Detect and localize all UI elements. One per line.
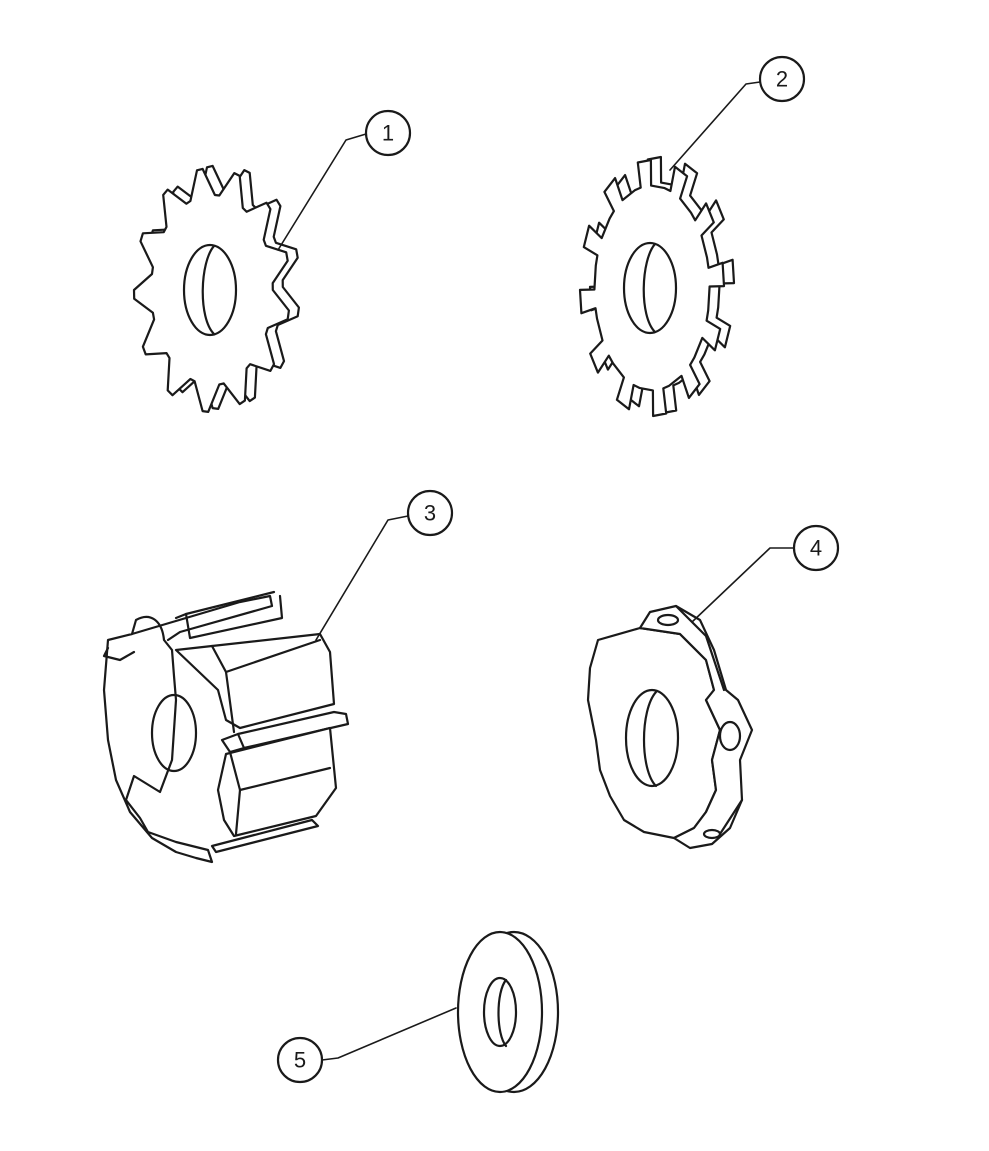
part-3-body-line-2	[224, 638, 322, 674]
callout-3: 3	[406, 489, 454, 537]
part-5-hole-inner	[497, 978, 508, 1048]
callout-5: 5	[276, 1036, 324, 1084]
part-3-front-face	[102, 615, 214, 864]
part-5-hole	[482, 976, 518, 1048]
part-4-bottom-hole	[702, 828, 722, 840]
part-4-bore-inner	[642, 690, 658, 788]
callout-4: 4	[792, 524, 840, 572]
leader-5	[321, 1007, 457, 1061]
part-1-sprocket	[132, 164, 300, 413]
callout-2: 2	[758, 55, 806, 103]
part-2-bore-inner	[642, 242, 657, 334]
part-3-ridge-a	[184, 590, 276, 616]
part-3-left-tooth	[102, 646, 136, 662]
part-1-bore	[182, 243, 238, 337]
callout-1-label: 1	[382, 121, 394, 146]
part-4-side-band	[638, 604, 754, 850]
part-1-front-face	[132, 167, 290, 413]
leader-lines	[277, 81, 795, 1061]
leader-4	[691, 547, 795, 623]
part-3-fluted-hub	[102, 590, 350, 864]
part-4-collar	[586, 604, 754, 850]
part-2-front-face	[578, 158, 726, 418]
part-4-bore	[624, 688, 680, 788]
part-5-washer	[456, 930, 560, 1094]
leader-2	[669, 81, 761, 171]
part-2-notched-disc	[578, 155, 736, 418]
part-4-front-face	[586, 626, 722, 840]
callout-3-label: 3	[424, 501, 436, 526]
callout-1: 1	[364, 109, 412, 157]
part-4-band-line-2	[718, 798, 744, 836]
part-3-mid-flute-line	[236, 732, 246, 750]
callout-2-label: 2	[776, 67, 788, 92]
callout-4-label: 4	[810, 536, 822, 561]
part-5-face	[456, 930, 544, 1094]
part-3-body-upper	[174, 632, 336, 730]
part-2-bore	[622, 241, 678, 335]
part-4-side-hole	[718, 720, 742, 752]
part-4-band-line	[674, 604, 726, 692]
part-3-bottom-flute	[210, 818, 320, 854]
part-3-top-flute-2	[174, 594, 284, 640]
part-3-top-flute	[130, 594, 274, 642]
leader-1	[277, 133, 367, 251]
part-4-top-hole	[656, 613, 680, 627]
part-1-bore-inner	[201, 244, 216, 336]
leader-3	[315, 515, 409, 641]
part-3-bore	[150, 693, 198, 773]
part-3-body-lower-line-2	[234, 788, 242, 836]
callout-5-label: 5	[294, 1048, 306, 1073]
